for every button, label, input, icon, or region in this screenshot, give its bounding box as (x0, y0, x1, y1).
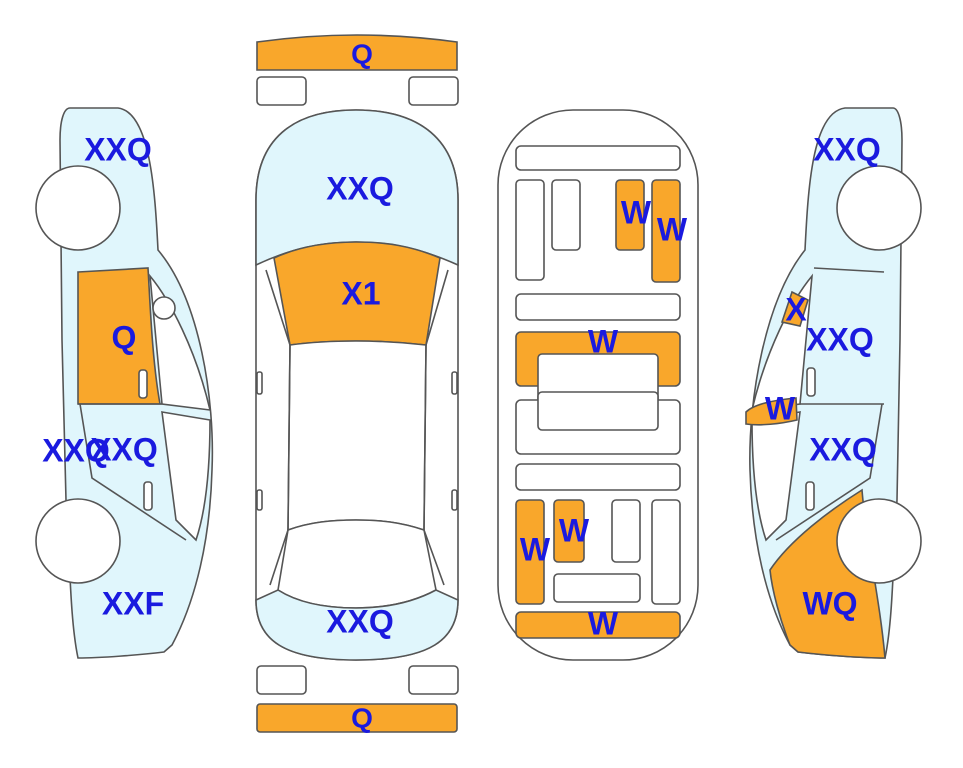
under-rear-right-b (651, 499, 681, 605)
under-front-left-label: W (621, 194, 652, 230)
under-front-right-label: W (657, 211, 688, 247)
right-mirror-panel[interactable] (745, 397, 798, 426)
left-front-wheel (35, 165, 121, 251)
rear-left-lamp (256, 665, 307, 695)
left-rear-door-label: XXQ (90, 431, 158, 467)
under-rear-left-a-label: W (520, 531, 551, 567)
left-front-handle (138, 369, 148, 399)
right-front-wheel (836, 165, 922, 251)
right-handle (451, 489, 458, 511)
under-left-rail-2 (551, 179, 581, 251)
under-rear-label: W (588, 605, 619, 641)
under-rear-panel[interactable] (515, 611, 681, 639)
under-rear-box (553, 573, 641, 603)
front-bumper-label: Q (351, 38, 373, 69)
front-right-lamp (408, 76, 459, 106)
right-a-pillar-line (423, 269, 449, 586)
right-rocker-line (775, 403, 883, 541)
right-rear-quarter-label: WQ (802, 585, 857, 621)
left-handle (256, 489, 263, 511)
right-rear-window (751, 411, 801, 542)
left-a-pillar-line (265, 269, 291, 586)
under-lower-box (537, 391, 659, 431)
under-rear-left-a-panel[interactable] (515, 499, 545, 605)
front-bumper-panel[interactable] (256, 34, 458, 71)
right-rear-door-label: XXQ (809, 431, 877, 467)
left-mirror (152, 296, 176, 320)
right-rear-wheel (836, 498, 922, 584)
rear-bumper-label: Q (351, 702, 373, 733)
under-rear-right-a (611, 499, 641, 563)
under-front-crossmember (515, 145, 681, 171)
right-side-view: XXQ X XXQ W XXQ WQ (745, 107, 922, 659)
rear-glass-panel (277, 519, 437, 609)
under-rear-left-b-label: W (559, 512, 590, 548)
right-pillar-panel[interactable] (780, 290, 809, 327)
left-front-door-label: Q (112, 319, 137, 355)
under-mid-bar (515, 293, 681, 321)
trunk-panel[interactable] (255, 589, 459, 661)
right-front-door-label: XXQ (806, 321, 874, 357)
left-front-fender-label: XXQ (84, 131, 152, 167)
left-mirror (256, 371, 263, 395)
right-front-fender-label: XXQ (813, 131, 881, 167)
rear-bumper-panel[interactable] (256, 703, 458, 733)
front-left-lamp (256, 76, 307, 106)
right-front-handle (806, 367, 816, 397)
right-mirror-label: W (765, 390, 796, 426)
under-rear-crossmember (515, 463, 681, 491)
left-rear-handle (143, 481, 153, 511)
left-rear-quarter-label: XXF (102, 585, 164, 621)
left-rocker-line (79, 403, 187, 541)
right-mirror-top (451, 371, 458, 395)
windshield-label: X1 (341, 275, 380, 311)
trunk-label: XXQ (326, 603, 394, 639)
rear-right-lamp (408, 665, 459, 695)
roof-panel (287, 340, 427, 532)
under-front-right-a-panel[interactable] (615, 179, 645, 251)
hood-label: XXQ (326, 170, 394, 206)
underbody-view: W W W W W W (497, 109, 699, 661)
left-rocker-label: XXQ (42, 432, 110, 468)
right-rear-handle (805, 481, 815, 511)
under-rear-left-b-panel[interactable] (553, 499, 585, 563)
under-front-right-b-panel[interactable] (651, 179, 681, 283)
right-pillar-label: X (785, 291, 807, 327)
under-center-label: W (588, 323, 619, 359)
left-rear-wheel (35, 498, 121, 584)
left-side-view: XXQ Q XXQ XXQ XXF (35, 107, 214, 659)
top-view: Q XXQ X1 XXQ Q (255, 34, 459, 733)
under-left-rail-1 (515, 179, 545, 281)
left-rear-window (161, 411, 211, 542)
right-door-front-line (813, 267, 885, 273)
